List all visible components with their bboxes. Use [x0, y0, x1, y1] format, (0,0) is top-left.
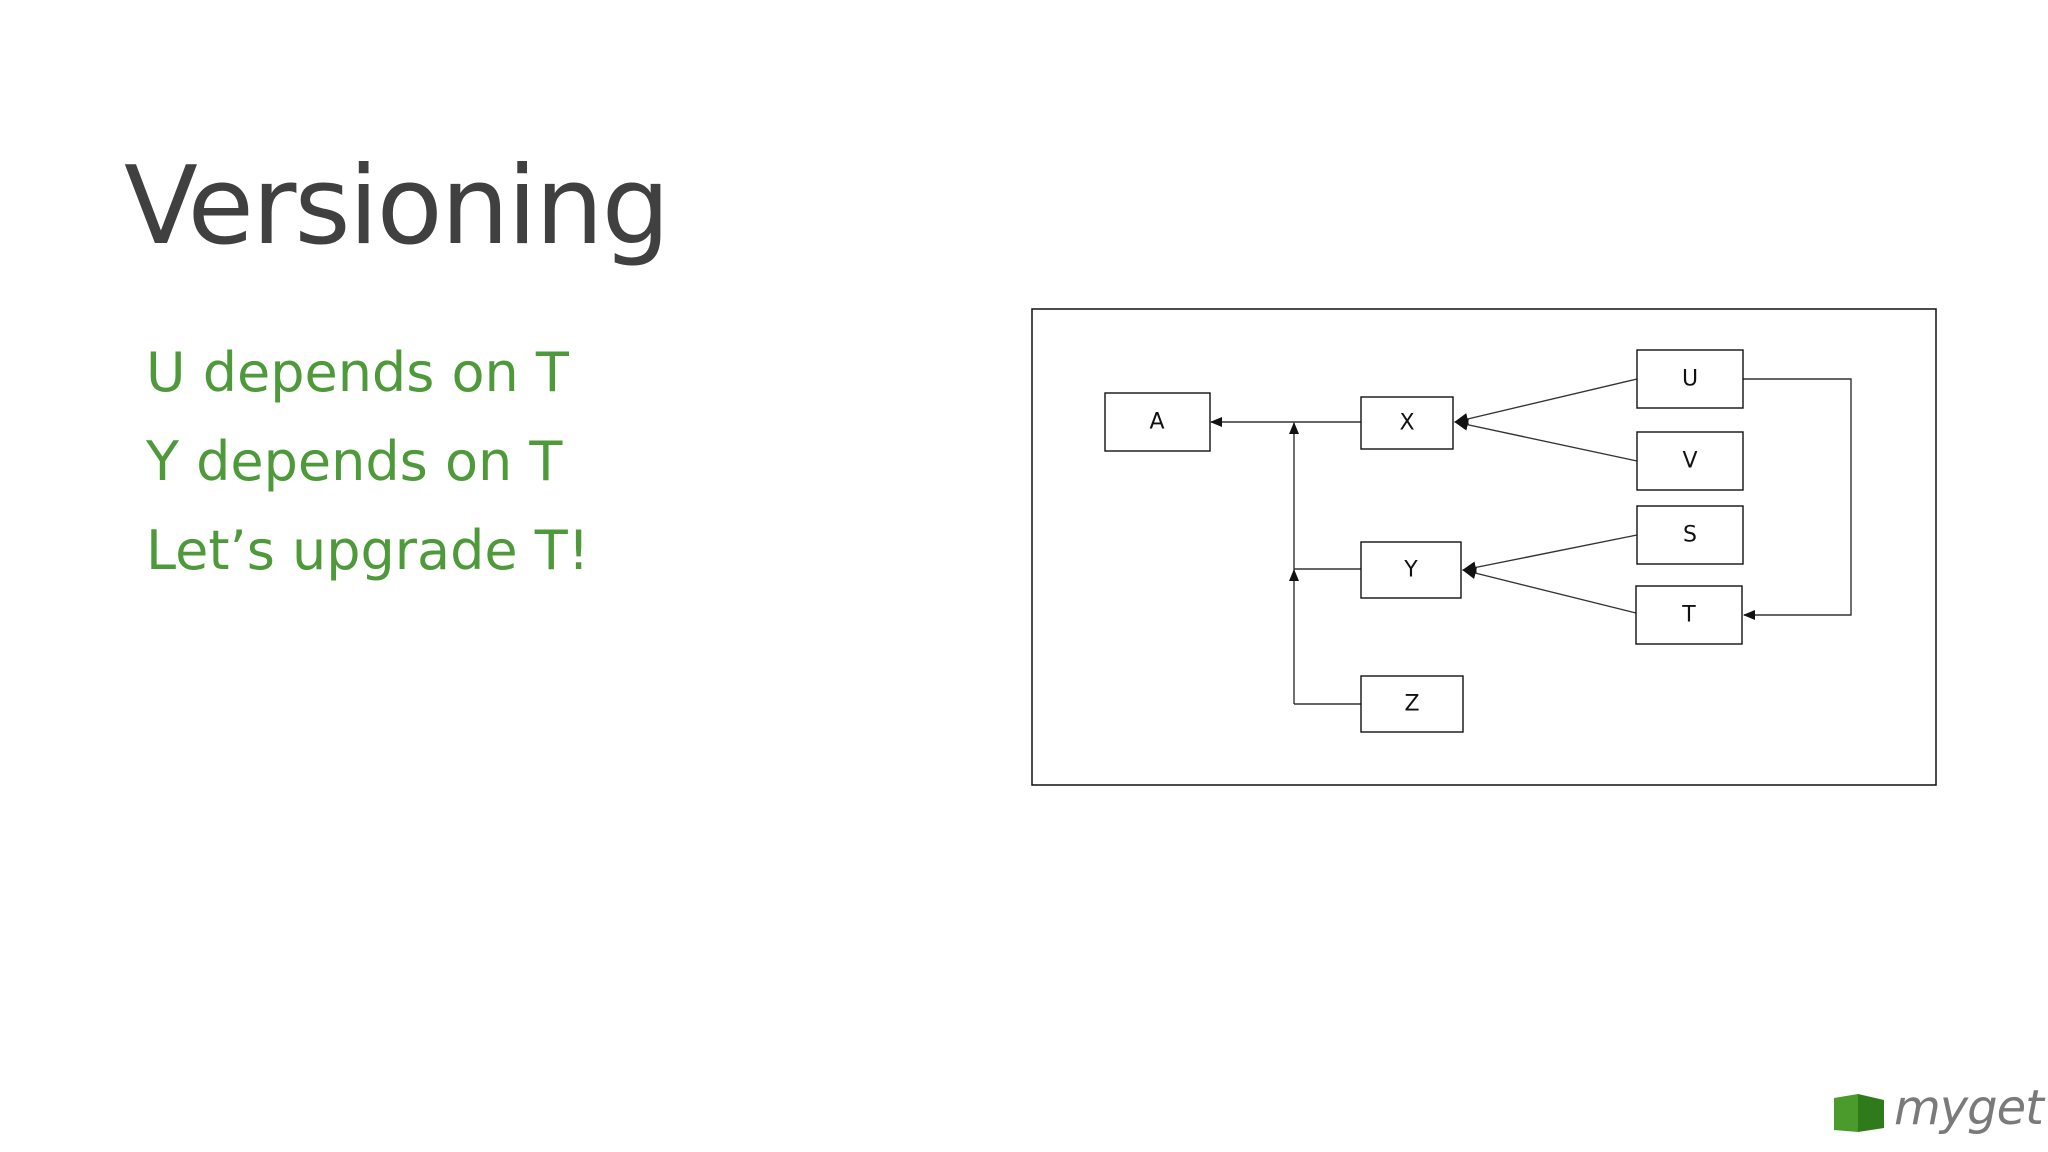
node-z-label: Z: [1404, 692, 1419, 717]
diagram-node-labels: A X U V S Y T Z: [1149, 367, 1698, 717]
node-z-box: [1360, 675, 1464, 733]
node-a-label: A: [1149, 410, 1164, 435]
myget-logo-icon: [1834, 1094, 1884, 1132]
slide-title: Versioning: [124, 144, 670, 269]
node-y-label: Y: [1403, 558, 1418, 583]
myget-logo-text: myget: [1894, 1080, 2044, 1136]
node-s-box: [1636, 505, 1744, 565]
diagram-edges: [1210, 378, 1852, 705]
bullet-list: U depends on T Y depends on T Let’s upgr…: [146, 336, 589, 603]
node-u-label: U: [1682, 367, 1698, 392]
edge-u-to-x: [1454, 378, 1638, 425]
node-y-box: [1360, 541, 1462, 599]
diagram-nodes: [1104, 349, 1744, 733]
node-v-label: V: [1682, 449, 1697, 474]
edge-s-to-y: [1462, 534, 1638, 574]
myget-logo: myget: [1832, 1080, 2044, 1140]
bullet-item: Let’s upgrade T!: [146, 519, 590, 582]
node-x-box: [1360, 396, 1454, 450]
dependency-diagram: A X U V S Y T Z: [1031, 308, 1937, 786]
bullet-item: U depends on T: [146, 341, 569, 404]
edge-u-to-t: [1743, 378, 1852, 620]
node-t-label: T: [1681, 603, 1696, 628]
edge-t-to-y: [1462, 567, 1637, 614]
node-v-box: [1636, 431, 1744, 491]
node-a-box: [1104, 392, 1211, 452]
diagram-frame: [1031, 308, 1937, 786]
bullet-item: Y depends on T: [146, 430, 563, 493]
node-s-label: S: [1683, 523, 1697, 548]
edge-v-to-x: [1454, 418, 1638, 462]
node-t-box: [1635, 585, 1743, 645]
node-u-box: [1636, 349, 1744, 409]
node-x-label: X: [1399, 411, 1414, 436]
